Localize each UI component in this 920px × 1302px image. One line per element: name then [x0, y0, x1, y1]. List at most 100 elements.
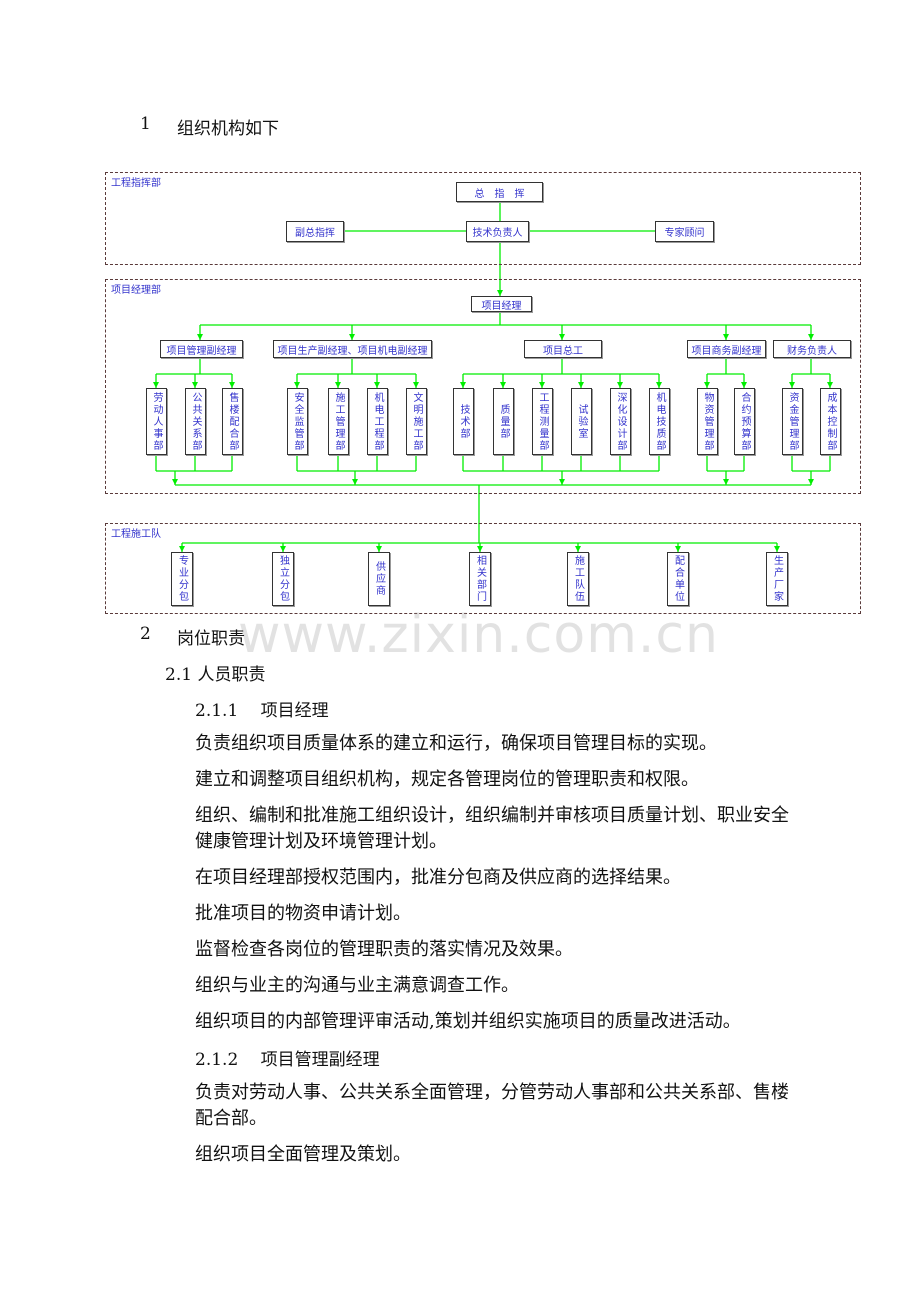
- manager-box-label: 项目总工: [543, 345, 583, 357]
- team-box: 配合单位: [667, 552, 689, 606]
- department-box: 售楼配合部: [222, 388, 243, 455]
- arrowhead-icon: [704, 382, 710, 388]
- pm-duty: 批准项目的物资申请计划。: [195, 903, 411, 924]
- deputy-duty: 负责对劳动人事、公共关系全面管理，分管劳动人事部和公共关系部、售楼配合部。: [195, 1082, 789, 1129]
- arrowhead-icon: [376, 546, 382, 552]
- team-box-label: 生产厂家: [771, 555, 783, 603]
- manager-box: 项目商务副经理: [687, 340, 766, 358]
- technical-lead-box: 技术负责人: [466, 221, 529, 242]
- department-box: 工程测量部: [532, 388, 553, 455]
- arrowhead-icon: [497, 290, 503, 296]
- arrowhead-icon: [808, 334, 814, 340]
- expert-advisor-box: 专家顾问: [655, 221, 714, 242]
- heading-1-number: 1: [140, 114, 151, 134]
- department-box-label: 文明施工部: [411, 391, 422, 452]
- arrowhead-icon: [413, 382, 419, 388]
- department-box: 劳动人事部: [146, 388, 167, 455]
- pm-duty: 建立和调整项目组织机构，规定各管理岗位的管理职责和权限。: [195, 769, 699, 790]
- department-box: 公共关系部: [185, 388, 206, 455]
- department-box: 合约预算部: [734, 388, 755, 455]
- arrowhead-icon: [723, 479, 729, 485]
- manager-box-label: 项目管理副经理: [166, 345, 237, 357]
- department-box-label: 成本控制部: [825, 391, 836, 452]
- section-construction-team-label: 工程施工队: [111, 529, 161, 540]
- department-box-label: 公共关系部: [190, 391, 201, 452]
- manager-box-label: 项目生产副经理、项目机电副经理: [277, 345, 428, 357]
- pm-duty: 负责组织项目质量体系的建立和运行，确保项目管理目标的实现。: [195, 733, 717, 754]
- arrowhead-icon: [374, 382, 380, 388]
- arrowhead-icon: [294, 382, 300, 388]
- arrowhead-icon: [229, 382, 235, 388]
- team-box-label: 独立分包: [277, 555, 289, 603]
- pm-duty: 组织与业主的沟通与业主满意调查工作。: [195, 975, 519, 996]
- department-box: 质量部: [493, 388, 514, 455]
- project-manager-box-label: 项目经理: [481, 300, 522, 312]
- section-command: [105, 172, 861, 265]
- expert-advisor-box-label: 专家顾问: [664, 228, 705, 239]
- manager-box: 项目生产副经理、项目机电副经理: [273, 340, 432, 358]
- heading-2-1: 2.1 人员职责: [165, 665, 266, 685]
- team-box-label: 专业分包: [176, 555, 188, 603]
- arrowhead-icon: [578, 382, 584, 388]
- arrowhead-icon: [349, 334, 355, 340]
- deputy-duty: 组织项目全面管理及策划。: [195, 1144, 411, 1165]
- arrowhead-icon: [723, 334, 729, 340]
- department-box: 试验室: [571, 388, 592, 455]
- arrowhead-icon: [192, 382, 198, 388]
- manager-box: 项目总工: [524, 340, 602, 358]
- section-project-dept-label: 项目经理部: [111, 285, 161, 296]
- team-box-label: 供应商: [373, 561, 385, 597]
- team-box: 相关部门: [469, 552, 491, 606]
- arrowhead-icon: [656, 382, 662, 388]
- heading-2-number: 2: [140, 624, 151, 644]
- arrowhead-icon: [477, 546, 483, 552]
- deputy-commander-box: 副总指挥: [286, 221, 344, 242]
- project-manager-box: 项目经理: [471, 296, 532, 312]
- pm-duty: 在项目经理部授权范围内，批准分包商及供应商的选择结果。: [195, 867, 681, 888]
- arrowhead-icon: [675, 546, 681, 552]
- department-box-label: 质量部: [498, 403, 509, 440]
- department-box: 技术部: [453, 388, 474, 455]
- pm-duty: 组织项目的内部管理评审活动,策划并组织实施项目的质量改进活动。: [195, 1011, 741, 1032]
- department-box-label: 资金管理部: [787, 391, 798, 452]
- manager-box: 项目管理副经理: [160, 340, 243, 358]
- heading-1: 组织机构如下: [177, 119, 279, 139]
- arrowhead-icon: [460, 382, 466, 388]
- arrowhead-icon: [774, 546, 780, 552]
- team-box: 独立分包: [272, 552, 294, 606]
- team-box: 生产厂家: [766, 552, 788, 606]
- chief-commander-box-label: 总 指 挥: [474, 188, 525, 200]
- department-box-label: 售楼配合部: [227, 391, 238, 452]
- section-command-label: 工程指挥部: [111, 178, 161, 189]
- heading-2: 岗位职责: [177, 629, 245, 649]
- arrowhead-icon: [539, 382, 545, 388]
- arrowhead-icon: [789, 382, 795, 388]
- team-box: 供应商: [368, 552, 390, 606]
- arrowhead-icon: [179, 546, 185, 552]
- department-box: 文明施工部: [406, 388, 427, 455]
- department-box: 施工管理部: [328, 388, 349, 455]
- arrowhead-icon: [575, 546, 581, 552]
- department-box: 机电技质部: [649, 388, 670, 455]
- team-box: 施工队伍: [567, 552, 589, 606]
- arrowhead-icon: [280, 546, 286, 552]
- arrowhead-icon: [808, 479, 814, 485]
- department-box-label: 施工管理部: [333, 391, 344, 452]
- arrowhead-icon: [741, 382, 747, 388]
- department-box-label: 物资管理部: [702, 391, 713, 452]
- team-box-label: 相关部门: [474, 555, 486, 603]
- deputy-commander-box-label: 副总指挥: [295, 228, 335, 239]
- pm-duty: 监督检查各岗位的管理职责的落实情况及效果。: [195, 939, 573, 960]
- department-box-label: 深化设计部: [615, 391, 626, 452]
- manager-box-label: 财务负责人: [787, 345, 837, 357]
- watermark: www.zixin.com.cn: [238, 605, 719, 665]
- department-box-label: 机电技质部: [654, 391, 665, 452]
- manager-box-label: 项目商务副经理: [691, 345, 762, 357]
- manager-box: 财务负责人: [773, 340, 851, 358]
- arrowhead-icon: [172, 479, 178, 485]
- arrowhead-icon: [827, 382, 833, 388]
- department-box-label: 试验室: [576, 403, 587, 440]
- chief-commander-box: 总 指 挥: [456, 182, 543, 202]
- department-box: 资金管理部: [782, 388, 803, 455]
